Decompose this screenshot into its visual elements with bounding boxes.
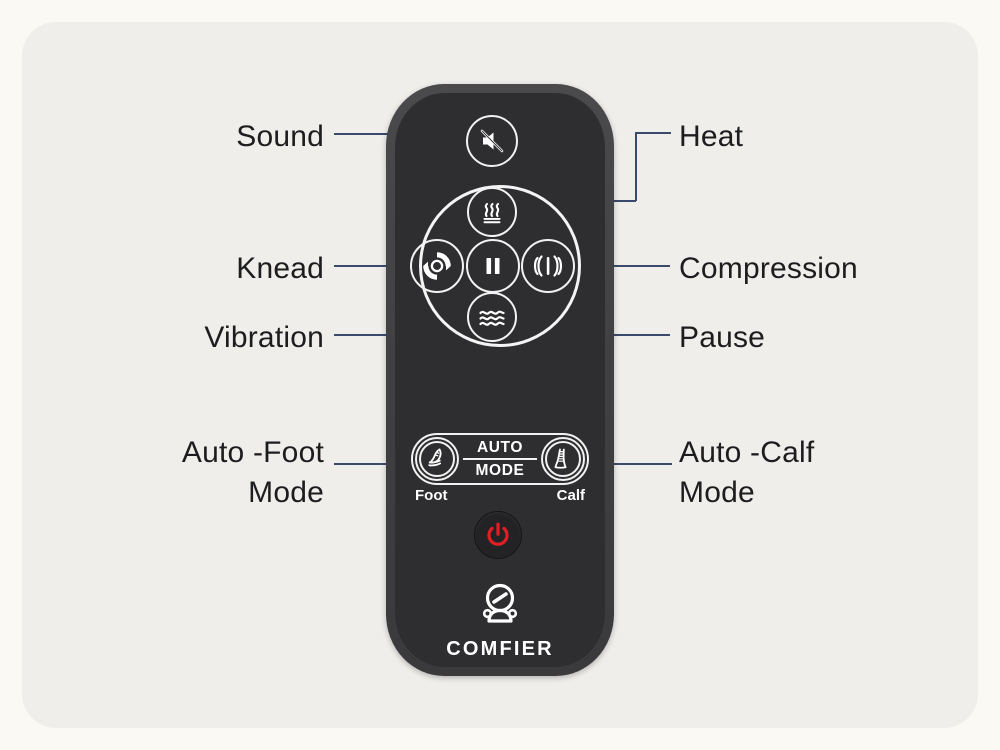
knead-button[interactable] [410, 239, 464, 293]
auto-mode-text: AUTO MODE [461, 440, 539, 478]
leader-line-auto-foot [334, 463, 434, 465]
calf-label: Calf [556, 487, 585, 504]
leader-line-heat-upper [635, 132, 671, 134]
callout-label-vibration: Vibration [204, 321, 324, 354]
foot-icon [428, 448, 442, 467]
leader-line-pause-horizontal [594, 334, 670, 336]
compression-waves-icon [533, 255, 563, 277]
auto-calf-button[interactable] [541, 437, 585, 481]
brand-block: COMFIER [395, 581, 605, 661]
vibration-button[interactable] [467, 292, 517, 342]
calf-icon [554, 448, 567, 469]
brand-name: COMFIER [446, 638, 554, 660]
callout-label-heat: Heat [679, 120, 744, 153]
auto-mode-panel: AUTO MODE [411, 433, 589, 485]
leader-line-auto-calf [600, 463, 672, 465]
vibration-waves-icon [479, 310, 505, 326]
remote-control-device: AUTO MODE [386, 84, 614, 676]
auto-label-line1: AUTO [476, 439, 524, 456]
callout-label-knead: Knead [236, 252, 324, 285]
callout-label-pause: Pause [679, 321, 766, 354]
foot-label: Foot [415, 487, 448, 504]
leader-line-heat-vertical [635, 132, 637, 201]
auto-label-line2: MODE [475, 461, 525, 479]
pause-bars-icon [486, 258, 500, 274]
heat-button[interactable] [467, 187, 517, 237]
callout-label-auto-calf: Auto -Calf Mode [679, 436, 815, 509]
heat-steam-icon [483, 202, 501, 224]
callout-label-auto-foot: Auto -Foot Mode [181, 436, 324, 509]
power-button[interactable] [474, 511, 522, 559]
sound-button[interactable] [466, 115, 518, 167]
comfier-logo-icon [482, 583, 518, 623]
auto-calf-inner-ring [545, 441, 581, 477]
foot-calf-labels: Foot Calf [411, 487, 589, 504]
callout-label-compression: Compression [679, 252, 858, 285]
power-icon [487, 522, 509, 546]
rotation-arrows-icon [423, 252, 451, 280]
compression-button[interactable] [521, 239, 575, 293]
callout-label-sound: Sound [236, 120, 324, 153]
leader-line-compression [568, 265, 670, 267]
auto-foot-button[interactable] [415, 437, 459, 481]
auto-foot-inner-ring [419, 441, 455, 477]
remote-face-panel: AUTO MODE [395, 93, 605, 667]
pause-button[interactable] [466, 239, 520, 293]
leader-line-knead [334, 265, 434, 267]
mute-speaker-icon [480, 129, 504, 153]
auto-divider [463, 458, 537, 460]
